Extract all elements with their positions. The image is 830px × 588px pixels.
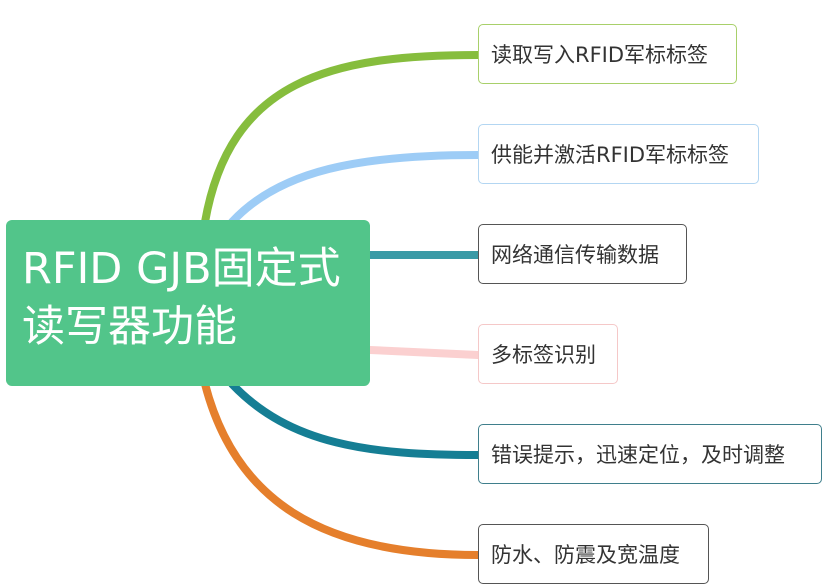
branch-connector-1	[201, 51, 482, 226]
branch-node-label: 错误提示，迅速定位，及时调整	[491, 443, 785, 467]
branch-node-waterproof-shockproof[interactable]: 防水、防震及宽温度	[478, 524, 709, 584]
branch-node-power-activate-tags[interactable]: 供能并激活RFID军标标签	[478, 124, 759, 184]
branch-connector-4	[366, 346, 482, 359]
branch-node-label: 读取写入RFID军标标签	[491, 43, 709, 67]
branch-node-label: 多标签识别	[491, 343, 596, 367]
branch-node-label: 供能并激活RFID军标标签	[491, 143, 730, 167]
branch-node-error-alert[interactable]: 错误提示，迅速定位，及时调整	[478, 424, 822, 484]
branch-node-label: 防水、防震及宽温度	[491, 543, 680, 567]
branch-connector-2	[228, 151, 482, 226]
branch-node-read-write-tags[interactable]: 读取写入RFID军标标签	[478, 24, 737, 84]
branch-connector-6	[201, 380, 482, 559]
branch-node-multi-tag-recognition[interactable]: 多标签识别	[478, 324, 618, 384]
branch-node-network-communication[interactable]: 网络通信传输数据	[478, 224, 687, 284]
central-topic-line-2: 读写器功能	[22, 302, 237, 352]
central-topic-line-1: RFID GJB固定式	[22, 244, 341, 294]
branch-node-label: 网络通信传输数据	[491, 243, 659, 267]
central-topic[interactable]: RFID GJB固定式 读写器功能	[6, 220, 370, 386]
branch-connector-5	[228, 380, 482, 459]
